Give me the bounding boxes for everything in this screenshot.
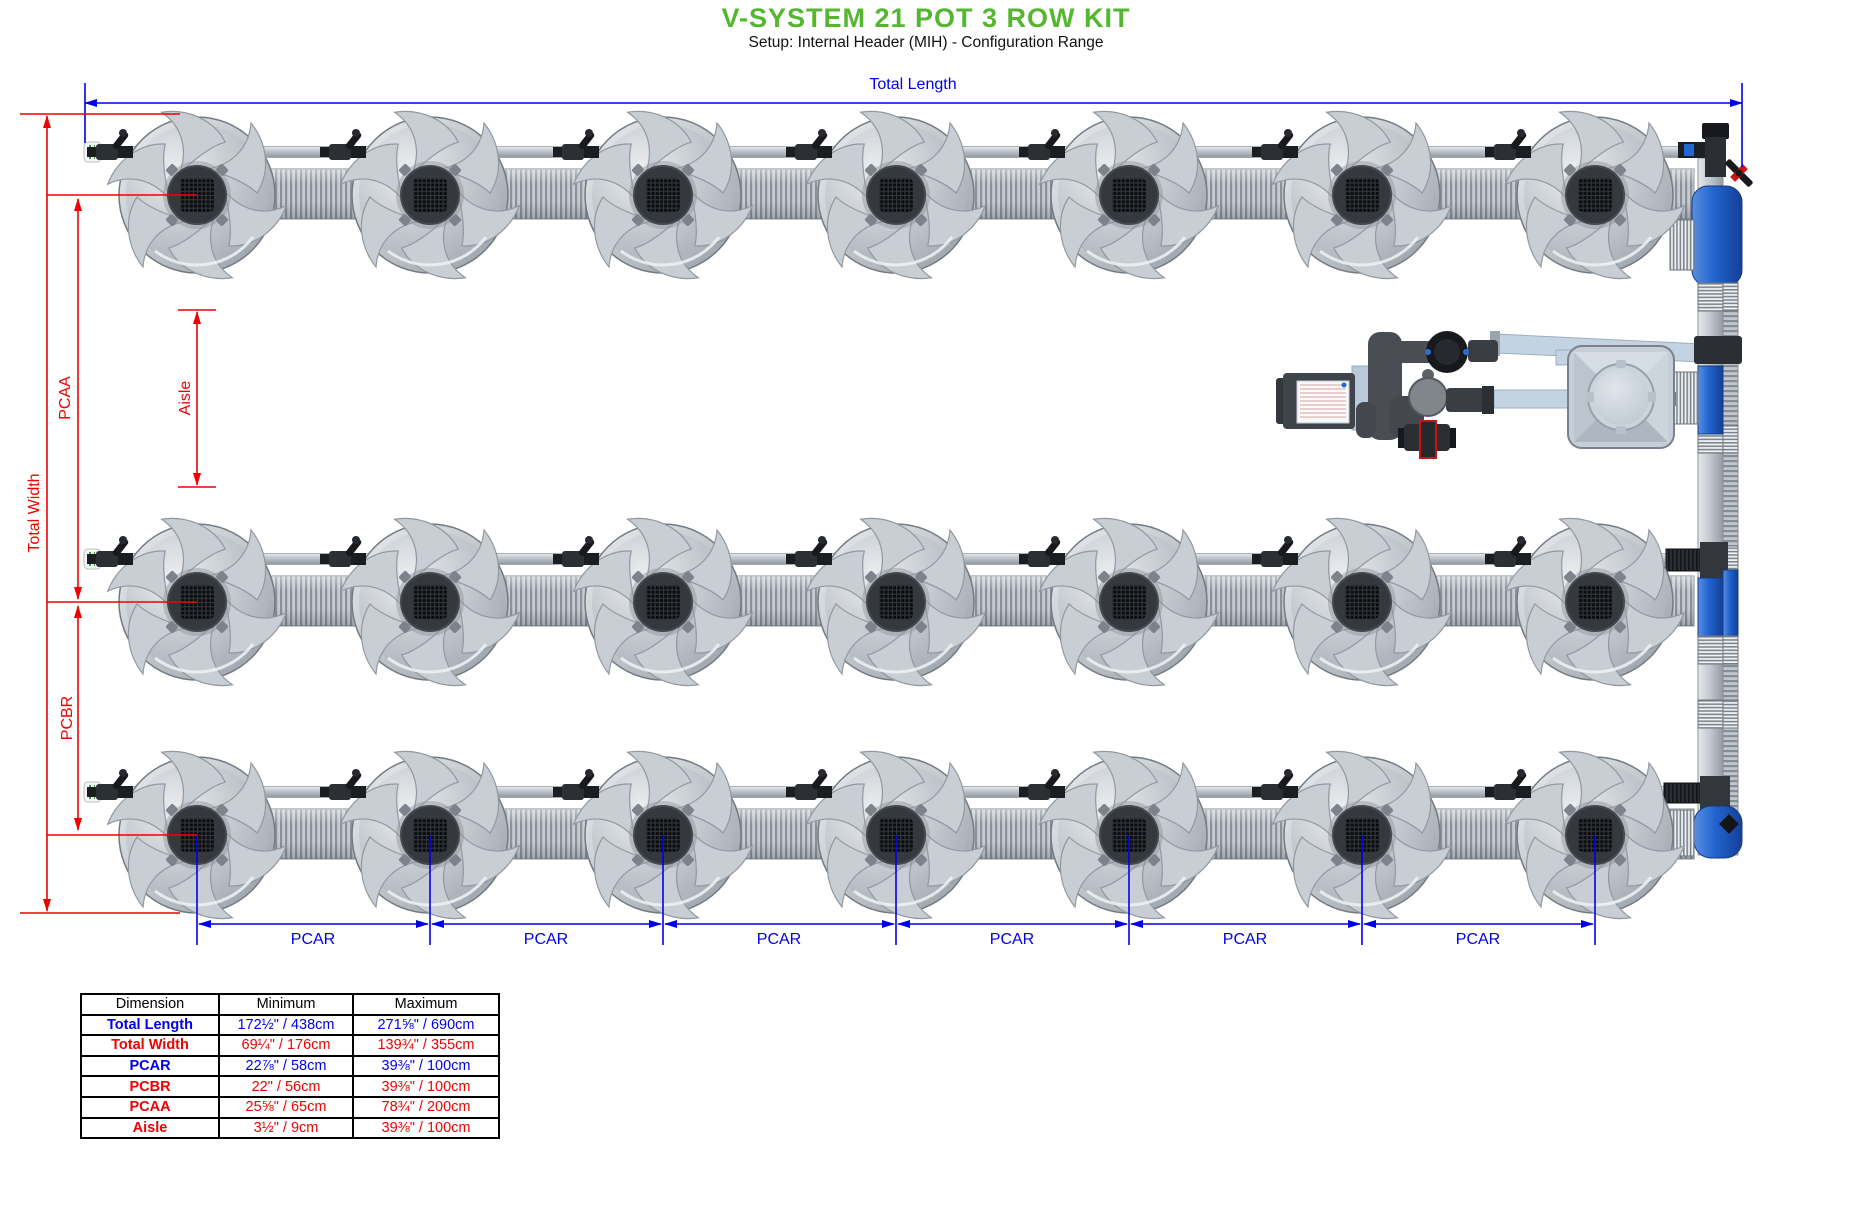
drip-valve (1019, 129, 1065, 160)
drip-valve (320, 129, 366, 160)
drip-valve (786, 129, 832, 160)
page-title: V-SYSTEM 21 POT 3 ROW KIT (721, 3, 1131, 33)
pot (564, 505, 762, 699)
header-elbow-row1 (1691, 185, 1743, 287)
table-cell-dimension: PCBR (80, 1075, 220, 1098)
total-width-label: Total Width (26, 473, 43, 552)
drip-valve (786, 769, 832, 800)
header-pump-fitting (1694, 336, 1742, 364)
total-length-label: Total Length (869, 76, 956, 93)
system-diagram: Total Length PCAR PCAR PCAR PCAR (20, 76, 1753, 948)
table-cell-minimum: 3½" / 9cm (218, 1116, 354, 1140)
pot (1496, 98, 1694, 292)
table-cell-dimension: Total Length (80, 1013, 220, 1037)
table-cell-minimum: 25⅝" / 65cm (218, 1095, 354, 1119)
header-row3-stub (1663, 782, 1701, 804)
header-row2-stub (1665, 548, 1701, 572)
drain-valve (1725, 159, 1753, 187)
table-cell-dimension: PCAA (80, 1095, 220, 1119)
pot (1263, 505, 1461, 699)
aisle-label: Aisle (177, 381, 194, 416)
pot (797, 505, 995, 699)
title-block: V-SYSTEM 21 POT 3 ROW KIT Setup: Interna… (0, 3, 1852, 52)
pcaa-label: PCAA (57, 376, 74, 420)
drip-valve (320, 536, 366, 567)
table-cell-minimum: 22" / 56cm (218, 1075, 354, 1098)
reservoir-tank (1567, 345, 1675, 449)
table-cell-maximum: 39⅜" / 100cm (352, 1116, 500, 1140)
table-header-dimension: Dimension (80, 993, 220, 1016)
drip-valve (320, 769, 366, 800)
pcar-label: PCAR (291, 931, 335, 948)
pot (1030, 98, 1228, 292)
pump-head (1408, 377, 1448, 417)
drip-valve (1252, 769, 1298, 800)
table-header-maximum: Maximum (352, 993, 500, 1016)
pot (1496, 505, 1694, 699)
table-cell-minimum: 172½" / 438cm (218, 1013, 354, 1037)
drip-valve (1485, 129, 1531, 160)
table-cell-maximum: 39⅜" / 100cm (352, 1054, 500, 1078)
header-assembly (1663, 123, 1753, 859)
table-cell-maximum: 39⅜" / 100cm (352, 1075, 500, 1098)
drip-valve (1252, 129, 1298, 160)
table-cell-dimension: Aisle (80, 1116, 220, 1140)
table-cell-maximum: 271⅝" / 690cm (352, 1013, 500, 1037)
pcar-label: PCAR (524, 931, 568, 948)
pcbr-label: PCBR (59, 696, 76, 740)
table-cell-minimum: 22⅞" / 58cm (218, 1054, 354, 1078)
table-cell-maximum: 78¾" / 200cm (352, 1095, 500, 1119)
pcar-label: PCAR (1223, 931, 1267, 948)
drip-valve (553, 129, 599, 160)
header-elbow-row3 (1693, 805, 1743, 859)
page-subtitle: Setup: Internal Header (MIH) - Configura… (748, 34, 1104, 52)
pot (331, 505, 529, 699)
drip-valve (553, 536, 599, 567)
header-top-tee (1705, 137, 1726, 177)
pot-grid (98, 98, 1694, 932)
pot (1030, 505, 1228, 699)
table-cell-dimension: Total Width (80, 1034, 220, 1057)
pcar-label: PCAR (1456, 931, 1500, 948)
pot (564, 98, 762, 292)
drip-valve (553, 769, 599, 800)
pump-assembly (1276, 331, 1675, 459)
table-cell-minimum: 69¼" / 176cm (218, 1034, 354, 1057)
pot (797, 98, 995, 292)
pot (1263, 98, 1461, 292)
drip-valve (1485, 536, 1531, 567)
table-header-minimum: Minimum (218, 993, 354, 1016)
drip-valve (1485, 769, 1531, 800)
drip-valve (1019, 769, 1065, 800)
pcar-label: PCAR (757, 931, 801, 948)
table-cell-maximum: 139¾" / 355cm (352, 1034, 500, 1057)
table-cell-dimension: PCAR (80, 1054, 220, 1078)
pot (331, 98, 529, 292)
annotations: Total Length PCAR PCAR PCAR PCAR (20, 76, 1743, 948)
drip-valve (1019, 536, 1065, 567)
drip-valve (786, 536, 832, 567)
pcar-label: PCAR (990, 931, 1034, 948)
drip-valve (1252, 536, 1298, 567)
